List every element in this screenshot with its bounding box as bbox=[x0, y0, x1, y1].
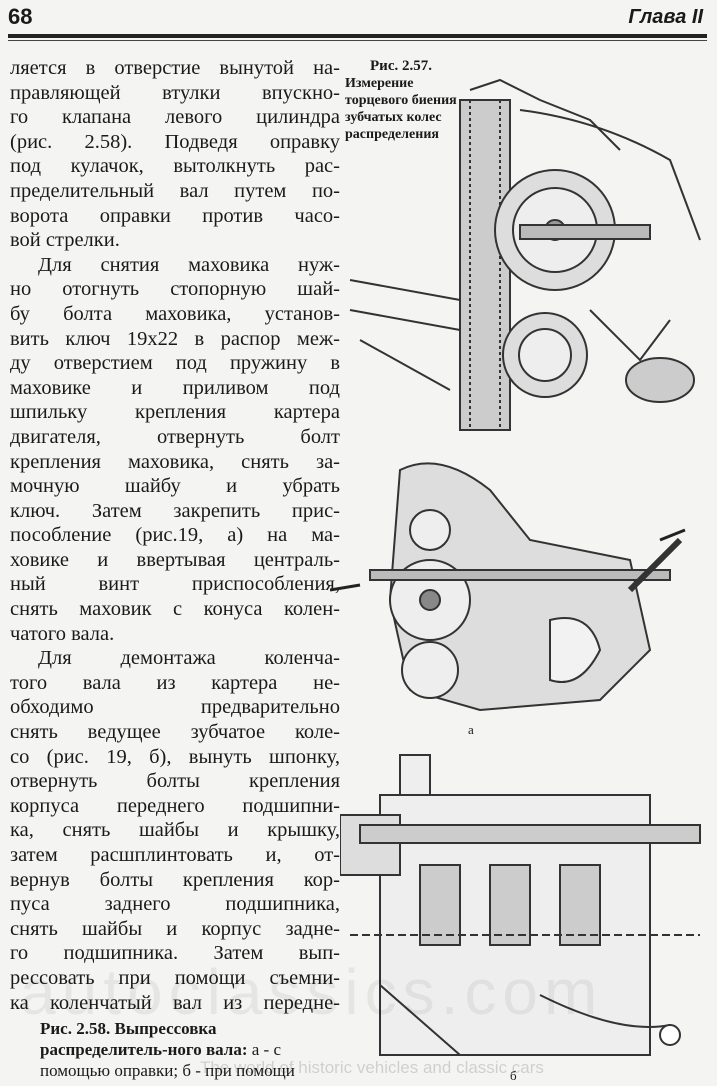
watermark: autoclassics.com bbox=[20, 956, 604, 1028]
text-line: Для демонтажа коленча- bbox=[38, 647, 340, 670]
body-text: ляется в отверстие вынутой на-правляющей… bbox=[10, 56, 340, 1015]
text-line: вернув болты крепления кор- bbox=[10, 868, 340, 891]
text-line: шпильку крепления картера bbox=[10, 401, 340, 424]
text-line: ду отверстием под пружину в bbox=[10, 352, 340, 375]
text-line: отвернуть болты крепления bbox=[10, 770, 340, 793]
text-line: со (рис. 19, б), вынуть шпонку, bbox=[10, 745, 340, 768]
text-line: го подшипника. Затем вып- bbox=[10, 942, 340, 965]
text-line: вить ключ 19x22 в распор меж- bbox=[10, 327, 340, 350]
figure-2-57-illustration bbox=[349, 78, 701, 431]
figure-2-58-caption: Рис. 2.58. Выпрессовка распределитель-но… bbox=[40, 1018, 340, 1086]
text-line: правляющей втулки впускно- bbox=[10, 81, 340, 104]
text-line: крепления маховика, снять за- bbox=[10, 450, 340, 473]
figure-2-57-caption: Рис. 2.57. Измерение торцевого биения зу… bbox=[345, 58, 457, 143]
text-line: маховике и приливом под bbox=[10, 376, 340, 399]
text-line: мочную шайбу и убрать bbox=[10, 475, 340, 498]
text-line: двигателя, отвернуть болт bbox=[10, 425, 340, 448]
figure-2-58b-illustration bbox=[340, 754, 701, 1056]
text-line: (рис. 2.58). Подведя оправку bbox=[10, 130, 340, 153]
text-line: но отогнуть стопорную шай- bbox=[10, 278, 340, 301]
watermark-subtitle: The world of historic vehicles and class… bbox=[200, 1058, 544, 1077]
text-line: ка, снять шайбы и крышку, bbox=[10, 819, 340, 842]
text-line: ный винт приспособления, bbox=[10, 573, 340, 596]
figure-2-57-title: Рис. 2.57. bbox=[370, 58, 432, 74]
text-line: го клапана левого цилиндра bbox=[10, 106, 340, 129]
text-line: вой стрелки. bbox=[10, 229, 120, 252]
text-line: пособление (рис.19, а) на ма- bbox=[10, 524, 340, 547]
figure-label-b: б bbox=[510, 1068, 517, 1083]
text-line: чатого вала. bbox=[10, 622, 115, 645]
text-line: ка коленчатый вал из передне- bbox=[10, 991, 340, 1014]
text-line: ворота оправки против часо- bbox=[10, 204, 340, 227]
figure-2-58-title: Рис. 2.58. Выпрессовка распределитель-но… bbox=[40, 1019, 248, 1059]
text-line: того вала из картера не- bbox=[10, 671, 340, 694]
text-line: Для снятия маховика нуж- bbox=[38, 253, 340, 276]
text-line: снять ведущее зубчатое коле- bbox=[10, 721, 340, 744]
header-rule bbox=[8, 34, 707, 38]
text-line: корпуса переднего подшипни- bbox=[10, 794, 340, 817]
text-line: снять маховик с конуса колен- bbox=[10, 598, 340, 621]
text-line: бу болта маховика, установ- bbox=[10, 302, 340, 325]
text-line: ховике и ввертывая централь- bbox=[10, 548, 340, 571]
page-number: 68 bbox=[8, 4, 33, 29]
header-rule-thin bbox=[8, 40, 707, 41]
text-line: снять шайбы и корпус задне- bbox=[10, 917, 340, 940]
figure-2-58-text: а - с помощью оправки; б - при помощи вы… bbox=[40, 1040, 295, 1086]
text-line: пределительный вал путем по- bbox=[10, 179, 340, 202]
figure-label-a: а bbox=[468, 722, 474, 737]
figure-2-57-text: Измерение торцевого биения зубчатых коле… bbox=[345, 76, 457, 142]
text-line: обходимо предварительно bbox=[10, 696, 340, 719]
text-line: ключ. Затем закрепить прис- bbox=[10, 499, 340, 522]
text-line: затем расшплинтовать и, от- bbox=[10, 844, 340, 866]
text-line: рессовать при помощи съемни- bbox=[10, 966, 340, 989]
chapter-title: Глава II bbox=[628, 6, 703, 28]
text-line: под кулачок, вытолкнуть рас- bbox=[10, 155, 340, 178]
figure-2-58a-illustration bbox=[330, 462, 686, 712]
text-line: ляется в отверстие вынутой на- bbox=[10, 57, 340, 79]
text-line: пуса заднего подшипника, bbox=[10, 893, 340, 916]
